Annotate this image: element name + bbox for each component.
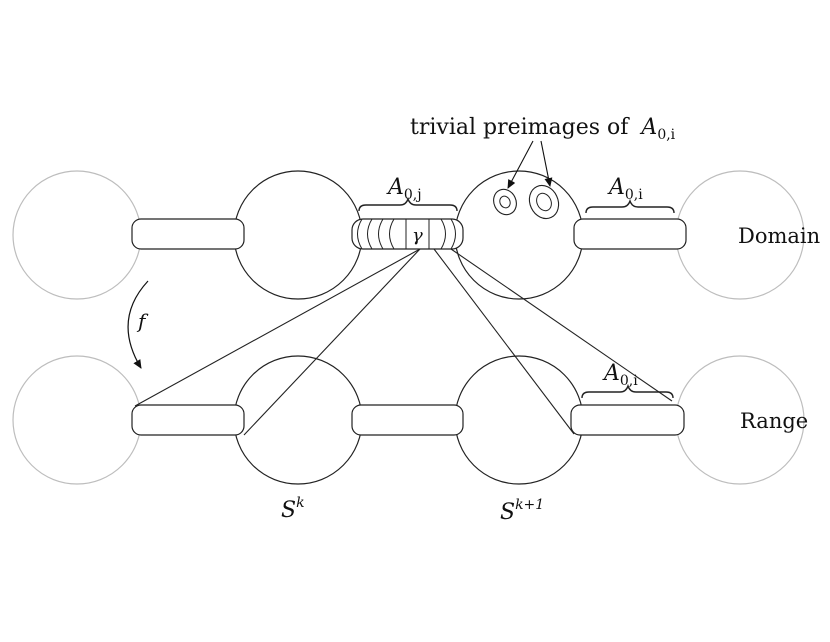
brace-A0j-domain <box>358 196 458 212</box>
domain-sphere-right <box>454 170 584 300</box>
trivial-arrow-1 <box>507 140 534 189</box>
trivial-preimage-large <box>528 184 560 220</box>
range-tube-1 <box>131 404 245 436</box>
trivial-preimage-small <box>493 188 517 216</box>
label-A0i-domain: A0,i <box>607 175 643 203</box>
label-Sk: Sk <box>281 495 305 523</box>
trivial-arrow-2 <box>540 140 553 187</box>
mapping-lines <box>134 248 673 436</box>
domain-row <box>12 170 805 300</box>
label-A0i-range: A0,i <box>602 361 638 389</box>
label-A0j: A0,j <box>386 175 422 203</box>
domain-tube-1 <box>131 218 245 250</box>
label-Sk1: Sk+1 <box>500 497 544 525</box>
domain-tube-3 <box>573 218 687 250</box>
range-row <box>12 355 805 485</box>
domain-tube-annuli <box>351 218 464 250</box>
label-gamma: γ <box>412 225 423 246</box>
label-range: Range <box>740 409 808 433</box>
brace-A0i-domain <box>585 198 675 214</box>
domain-sphere-left <box>233 170 363 300</box>
label-f: f <box>136 309 149 333</box>
brace-A0i-range <box>581 383 674 399</box>
label-domain: Domain <box>738 224 820 248</box>
f-arrow <box>127 280 149 369</box>
label-trivial-preimages: trivial preimages of A0,i <box>410 115 676 143</box>
range-tube-3 <box>570 404 685 436</box>
domain-sphere-left-faint <box>12 170 142 300</box>
range-sphere-Sk <box>233 355 363 485</box>
range-sphere-left-faint <box>12 355 142 485</box>
range-tube-2 <box>351 404 464 436</box>
